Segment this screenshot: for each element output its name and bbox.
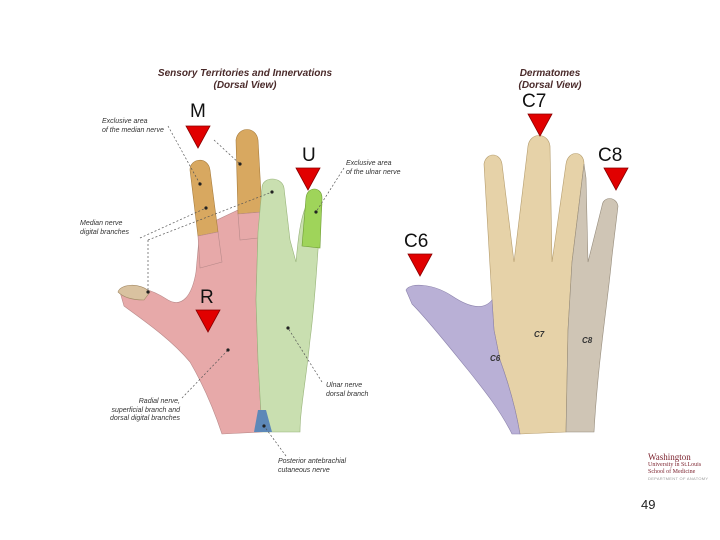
marker-c6	[407, 253, 433, 277]
c8-dermatome	[565, 163, 619, 433]
left-title-line2: (Dorsal View)	[213, 80, 277, 91]
caption-posterior-antebrachial: Posterior antebrachial cutaneous nerve	[278, 458, 347, 474]
segment-c6: C6	[490, 354, 501, 363]
index-finger-median	[189, 159, 219, 237]
left-panel-title: Sensory Territories and Innervations (Do…	[150, 68, 340, 92]
markers	[185, 113, 629, 333]
marker-c8	[603, 167, 629, 191]
label-m: M	[190, 101, 206, 122]
leader-dots	[146, 162, 318, 428]
caption-ulnar-dorsal: Ulnar nerve dorsal branch	[326, 382, 369, 398]
marker-u	[295, 167, 321, 191]
label-r: R	[200, 287, 214, 308]
label-u: U	[302, 145, 316, 166]
right-title-line1: Dermatomes	[519, 68, 581, 79]
logo-line3: School of Medicine	[648, 469, 696, 475]
marker-c7	[527, 113, 553, 137]
middle-finger-median	[235, 129, 263, 215]
right-panel-title: Dermatomes (Dorsal View)	[500, 68, 600, 92]
leader-lines	[139, 125, 345, 457]
marker-r	[195, 309, 221, 333]
left-title-line1: Sensory Territories and Innervations	[157, 68, 333, 79]
posterior-antebrachial-zone	[254, 410, 272, 432]
logo-line4: DEPARTMENT OF ANATOMY	[648, 476, 709, 481]
right-hand	[405, 135, 619, 435]
caption-median-exclusive: Exclusive area of the median nerve	[102, 118, 164, 134]
caption-median-digital: Median nerve digital branches	[80, 220, 130, 236]
label-c6: C6	[404, 231, 429, 252]
label-c8: C8	[598, 145, 623, 166]
thumb-tip	[117, 284, 151, 301]
left-hand	[117, 125, 345, 457]
segment-c8: C8	[582, 336, 593, 345]
label-c7: C7	[522, 91, 547, 112]
university-logo: Washington University in St.Louis School…	[648, 452, 716, 482]
right-title-line2: (Dorsal View)	[518, 80, 582, 91]
logo-line1: Washington	[648, 452, 691, 462]
caption-radial: Radial nerve, superficial branch and dor…	[109, 398, 180, 422]
page-number: 49	[641, 497, 656, 512]
logo-line2: University in St.Louis	[648, 462, 702, 468]
ulnar-exclusive-zone	[301, 188, 323, 249]
c6-dermatome	[405, 284, 521, 435]
segment-c7: C7	[534, 330, 545, 339]
index-base	[197, 231, 223, 269]
caption-ulnar-exclusive: Exclusive area of the ulnar nerve	[346, 160, 401, 176]
marker-m	[185, 125, 211, 149]
